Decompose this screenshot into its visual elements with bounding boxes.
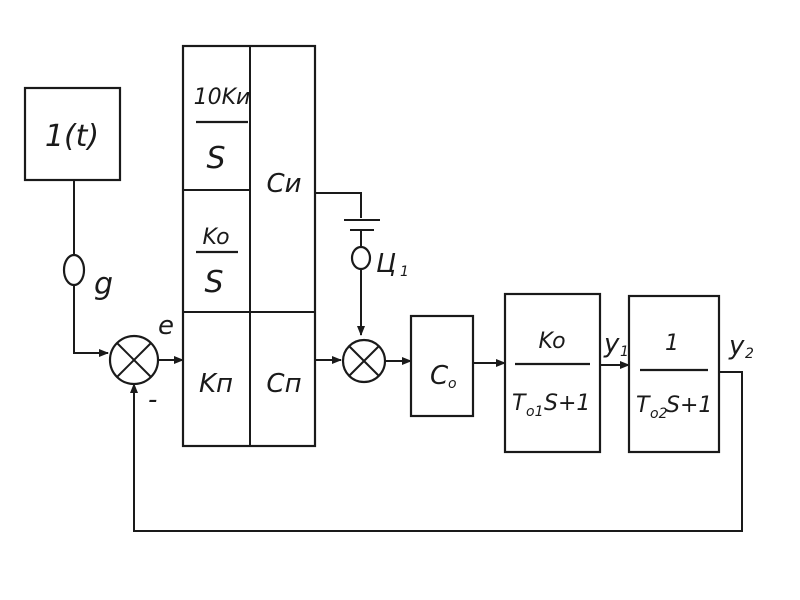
integral-denominator: S bbox=[206, 141, 225, 176]
summing-junction-1 bbox=[108, 334, 160, 386]
plant1-block: Ko T o1 S+1 bbox=[503, 292, 602, 454]
plant1-numerator: Ko bbox=[538, 329, 565, 354]
y2-label: y bbox=[728, 331, 745, 361]
minus-sign: - bbox=[148, 385, 157, 415]
integral-k-numerator: Ko bbox=[202, 225, 229, 250]
plant2-block: 1 T o2 S+1 bbox=[627, 294, 721, 454]
setpoint-wire bbox=[73, 285, 109, 357]
integral-k-denominator: S bbox=[204, 265, 223, 300]
y1-label-sub: 1 bbox=[620, 344, 629, 360]
feedback-wire bbox=[130, 371, 743, 532]
setpoint-node bbox=[62, 253, 86, 287]
setpoint-label: g bbox=[94, 267, 113, 302]
actuator-label-sub: o bbox=[448, 376, 457, 392]
plant2-den-t: T bbox=[636, 393, 651, 418]
source-label: 1(t) bbox=[45, 119, 99, 154]
disturbance-label: Ц bbox=[376, 249, 396, 279]
plant1-den-t-sub: o1 bbox=[526, 404, 543, 420]
disturbance-label-sub: 1 bbox=[400, 264, 409, 280]
error-label: e bbox=[158, 311, 174, 341]
proportional-label: Kп bbox=[199, 369, 233, 399]
source-block: 1(t) bbox=[23, 86, 122, 182]
plant1-den-t: T bbox=[512, 391, 527, 416]
controller-block bbox=[181, 44, 317, 448]
plant2-den-t-sub: o2 bbox=[650, 406, 668, 422]
actuator-block: C o bbox=[409, 314, 475, 418]
integral-numerator: 10Kи bbox=[194, 85, 251, 110]
ci-label: Cи bbox=[266, 169, 301, 199]
ci-wire bbox=[315, 192, 362, 218]
cp-label: Cп bbox=[266, 369, 301, 399]
y2-label-sub: 2 bbox=[745, 346, 754, 362]
disturbance-node bbox=[350, 245, 372, 271]
summing-junction-2 bbox=[341, 338, 387, 384]
plant1-den-rest: S+1 bbox=[544, 391, 590, 416]
y1-label: y bbox=[603, 329, 620, 359]
plant2-numerator: 1 bbox=[665, 331, 679, 356]
plant2-den-rest: S+1 bbox=[666, 393, 712, 418]
actuator-label: C bbox=[430, 361, 449, 391]
